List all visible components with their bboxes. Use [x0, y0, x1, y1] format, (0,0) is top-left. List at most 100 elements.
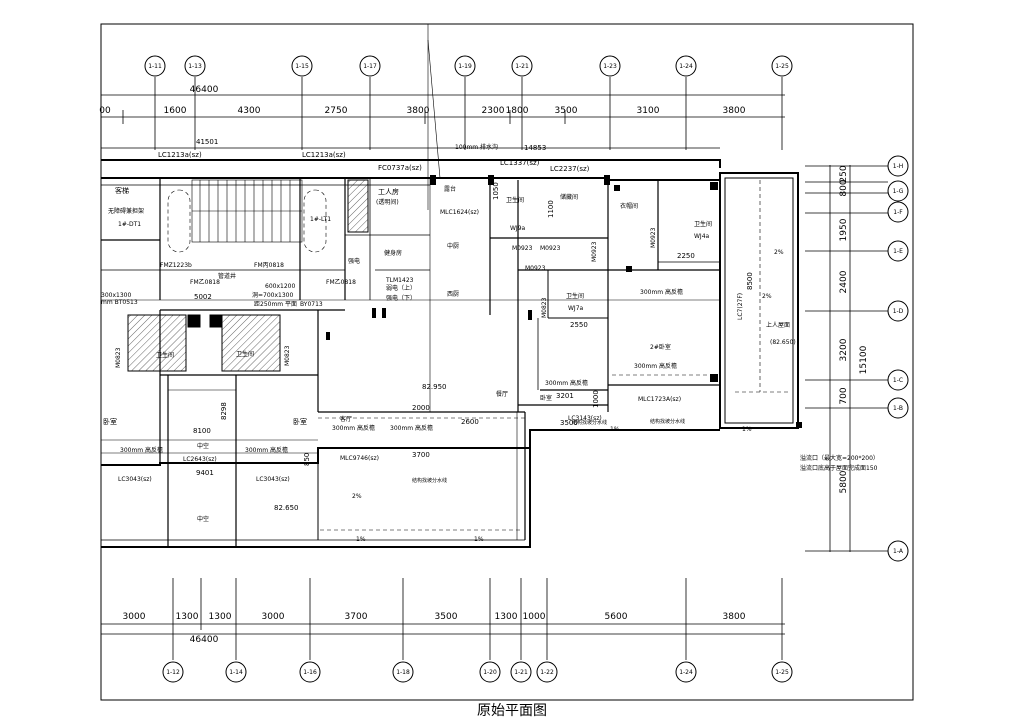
- dim-2250: 2250: [677, 252, 695, 260]
- size-label: 洞=700x1300: [252, 291, 293, 299]
- door-label: M0923: [591, 241, 598, 262]
- door-label: M0923: [540, 245, 561, 252]
- roof-label: 上人屋面: [766, 321, 790, 329]
- elevator-label: 无障碍兼担架: [108, 207, 144, 215]
- wall-label: 300mm 高反檐: [390, 424, 433, 432]
- bottom-dim: 1300: [209, 612, 232, 622]
- hatched-shafts: [127, 179, 369, 372]
- right-dim: 250: [839, 165, 849, 182]
- right-axis-1-H: 1-H: [893, 163, 904, 170]
- top-axis-1-24: 1-24: [679, 63, 693, 70]
- top-dim: 2750: [325, 106, 348, 116]
- top-axis-1-13: 1-13: [188, 63, 202, 70]
- slope-label: 2%: [774, 249, 784, 256]
- room-label: 卫生间: [506, 196, 524, 204]
- door-label: FM丙0818: [254, 262, 284, 269]
- right-axis-1-F: 1-F: [893, 209, 903, 216]
- bottom-total-dim: 46400: [190, 635, 219, 645]
- top-dim: 3100: [637, 106, 660, 116]
- top-dimension-chain: [101, 77, 785, 150]
- right-dim: 3200: [839, 338, 849, 361]
- right-axis-bubbles: [887, 155, 909, 562]
- right-axis-1-G: 1-G: [893, 188, 904, 195]
- room-label: 弱电（上）: [386, 284, 416, 292]
- bottom-dimension-chain: [101, 578, 785, 660]
- top-dim: 3800: [723, 106, 746, 116]
- right-dim: 1950: [839, 218, 849, 241]
- bottom-dim: 1000: [523, 612, 546, 622]
- bottom-dim: 3800: [723, 612, 746, 622]
- dim-850: 850: [303, 453, 311, 466]
- size-label: 距250mm 平面: [254, 301, 297, 308]
- slope-label: 1%: [742, 426, 752, 433]
- dim-8500: 8500: [746, 272, 754, 290]
- dim-9401: 9401: [196, 469, 214, 477]
- dim-2000: 2600: [461, 418, 479, 426]
- elevation-label: (82.650): [770, 339, 796, 346]
- drain-line-label: 结构找坡分水线: [650, 418, 685, 425]
- dim-41501: 41501: [196, 138, 218, 146]
- right-axis-1-B: 1-B: [893, 405, 903, 412]
- outlet-note: 溢流口（最大宽=200*200）: [800, 454, 879, 462]
- room-tag: WJ7a: [568, 305, 584, 312]
- bottom-axis-1-16: 1-16: [303, 669, 317, 676]
- window-label: LC1337(sz): [500, 159, 540, 167]
- room-label: 卧室: [540, 394, 552, 402]
- bottom-dim: 1300: [176, 612, 199, 622]
- door-label: M0823: [115, 347, 122, 368]
- window-label: LC3043(sz): [118, 476, 152, 483]
- wall-label: 300mm 高反檐: [245, 446, 288, 454]
- room-label: 管道井: [218, 272, 236, 280]
- right-total-dim: 15100: [859, 345, 869, 374]
- top-axis-1-15: 1-15: [295, 63, 309, 70]
- stair-fire-lines: [427, 24, 441, 210]
- room-tag: WJ4a: [694, 233, 710, 240]
- right-axis-1-C: 1-C: [893, 377, 903, 384]
- window-label: FC0737a(sz): [378, 164, 422, 172]
- top-dim: 1600: [164, 106, 187, 116]
- void-label: 中空: [197, 515, 209, 523]
- drain-line-label: 结构找坡分水线: [412, 477, 447, 484]
- drain-label: 100mm 排水沟: [455, 143, 498, 151]
- top-dim: 00: [99, 106, 111, 116]
- wall-label: 300mm 高反檐: [120, 446, 163, 454]
- door-label: M0823: [284, 345, 291, 366]
- window-label: LC7(27F): [737, 293, 744, 320]
- right-axis-1-D: 1-D: [893, 308, 904, 315]
- dim-8298: 3700: [412, 451, 430, 459]
- door-label: M0823: [541, 297, 548, 318]
- dim-2600: 8100: [193, 427, 211, 435]
- room-label: 卧室: [293, 417, 307, 426]
- room-label: 卧室: [103, 417, 117, 426]
- void-label: 中空: [197, 442, 209, 450]
- elevation-label: 82.950: [422, 383, 447, 391]
- wall-label: 300mm 高反檐: [545, 379, 588, 387]
- room-label: 客厅: [340, 415, 352, 423]
- bottom-dim: 3500: [435, 612, 458, 622]
- door-label: TLM1423: [385, 277, 414, 284]
- window-label: LC1213a(sz): [302, 151, 346, 159]
- bottom-axis-1-25: 1-25: [775, 669, 789, 676]
- dim-8100: 2000: [412, 404, 430, 412]
- right-dim: 2400: [839, 270, 849, 293]
- size-label: 600x1200: [265, 283, 295, 290]
- window-label: LC2237(sz): [550, 165, 590, 173]
- size-label: 300x1300: [101, 292, 131, 299]
- room-label: 工人房: [378, 187, 399, 196]
- right-bottom-dim: 5800: [839, 470, 849, 493]
- door-label: M0923: [650, 227, 657, 248]
- bottom-axis-1-21: 1-21: [514, 669, 528, 676]
- bottom-axis-1-14: 1-14: [229, 669, 243, 676]
- right-dimension-chain: [805, 165, 888, 552]
- top-axis-1-23: 1-23: [603, 63, 617, 70]
- bottom-axis-1-24: 1-24: [679, 669, 693, 676]
- top-dim: 1800: [506, 106, 529, 116]
- bottom-dim: 3000: [123, 612, 146, 622]
- dim-2550: 2550: [570, 321, 588, 329]
- bottom-dim: 3000: [262, 612, 285, 622]
- bottom-dim: 1300: [495, 612, 518, 622]
- window-label: LC2643(sz): [183, 456, 217, 463]
- top-axis-1-21: 1-21: [515, 63, 529, 70]
- door-label: BY0713: [300, 301, 323, 308]
- dim-5002: 5002: [194, 293, 212, 301]
